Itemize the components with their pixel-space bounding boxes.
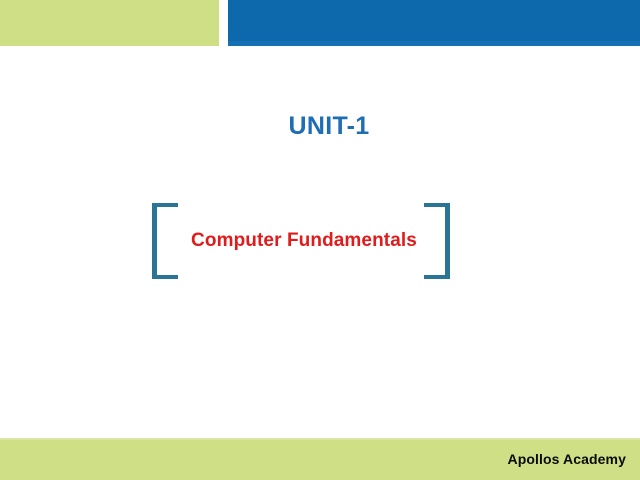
footer-brand-label: Apollos Academy	[507, 451, 626, 467]
left-bracket-icon	[152, 203, 178, 279]
top-banner-blue-edge	[228, 41, 640, 46]
top-banner-green-block	[0, 0, 219, 46]
right-bracket-icon	[424, 203, 450, 279]
slide-main-title: Computer Fundamentals	[191, 230, 417, 251]
top-banner-blue-block	[228, 0, 640, 46]
footer-bar: Apollos Academy	[0, 438, 640, 480]
unit-title: UNIT-1	[288, 112, 370, 140]
title-bracket-block: Computer Fundamentals	[152, 203, 450, 279]
